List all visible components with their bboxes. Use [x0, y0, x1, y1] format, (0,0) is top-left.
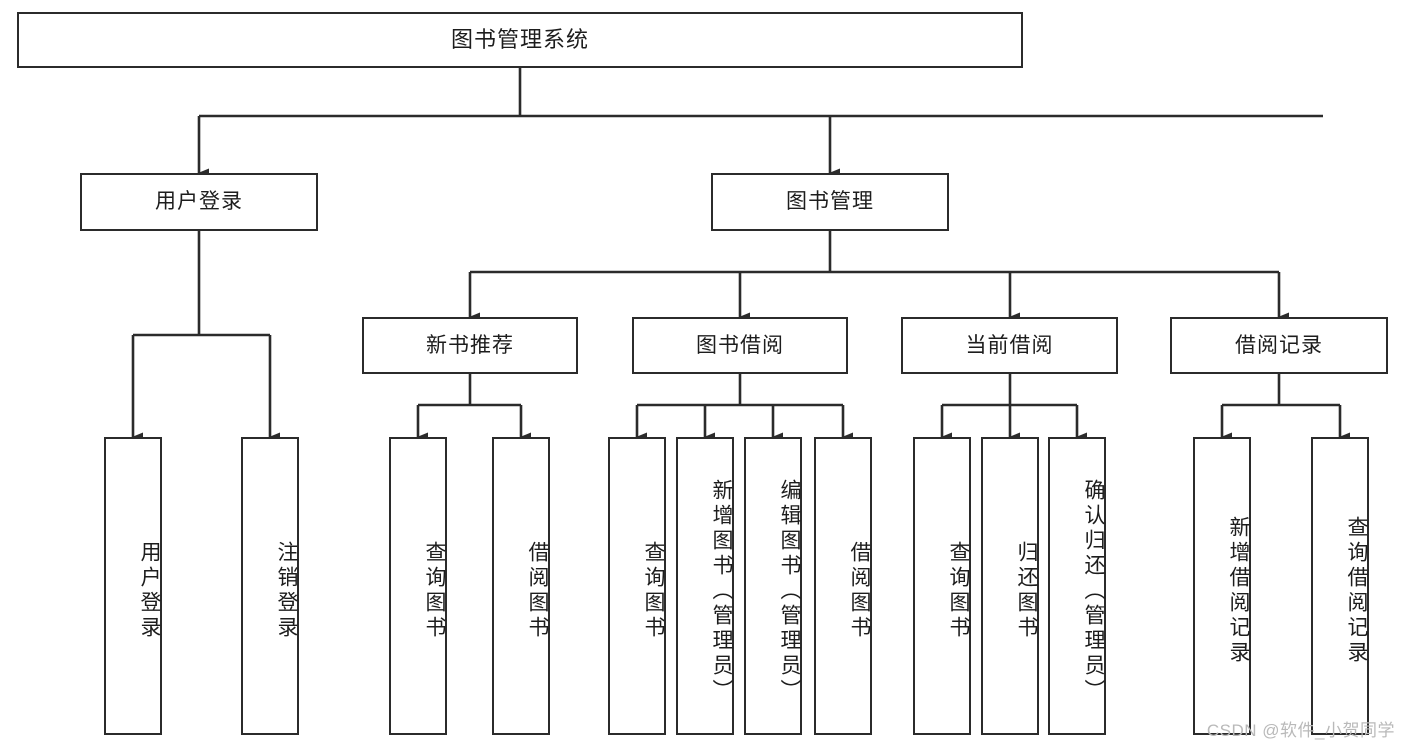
node-user-login[interactable]: 用户登录 — [80, 173, 318, 231]
leaf-current-borrow-confirm-return[interactable]: 确认归还（管理员） — [1048, 437, 1106, 735]
leaf-user-login-login[interactable]: 用户登录 — [104, 437, 162, 735]
leaf-book-borrow-borrow[interactable]: 借阅图书 — [814, 437, 872, 735]
node-root-system[interactable]: 图书管理系统 — [17, 12, 1023, 68]
node-new-book-recommend[interactable]: 新书推荐 — [362, 317, 578, 374]
leaf-borrow-record-query[interactable]: 查询借阅记录 — [1311, 437, 1369, 735]
leaf-user-login-logout[interactable]: 注销登录 — [241, 437, 299, 735]
node-book-borrow[interactable]: 图书借阅 — [632, 317, 848, 374]
node-book-manage[interactable]: 图书管理 — [711, 173, 949, 231]
leaf-new-book-query[interactable]: 查询图书 — [389, 437, 447, 735]
leaf-new-book-borrow[interactable]: 借阅图书 — [492, 437, 550, 735]
leaf-book-borrow-add[interactable]: 新增图书（管理员） — [676, 437, 734, 735]
node-borrow-record[interactable]: 借阅记录 — [1170, 317, 1388, 374]
leaf-current-borrow-query[interactable]: 查询图书 — [913, 437, 971, 735]
leaf-borrow-record-add[interactable]: 新增借阅记录 — [1193, 437, 1251, 735]
node-current-borrow[interactable]: 当前借阅 — [901, 317, 1118, 374]
csdn-watermark: CSDN @软件_小贺同学 — [1206, 721, 1395, 740]
leaf-book-borrow-edit[interactable]: 编辑图书（管理员） — [744, 437, 802, 735]
leaf-current-borrow-return[interactable]: 归还图书 — [981, 437, 1039, 735]
leaf-book-borrow-query[interactable]: 查询图书 — [608, 437, 666, 735]
